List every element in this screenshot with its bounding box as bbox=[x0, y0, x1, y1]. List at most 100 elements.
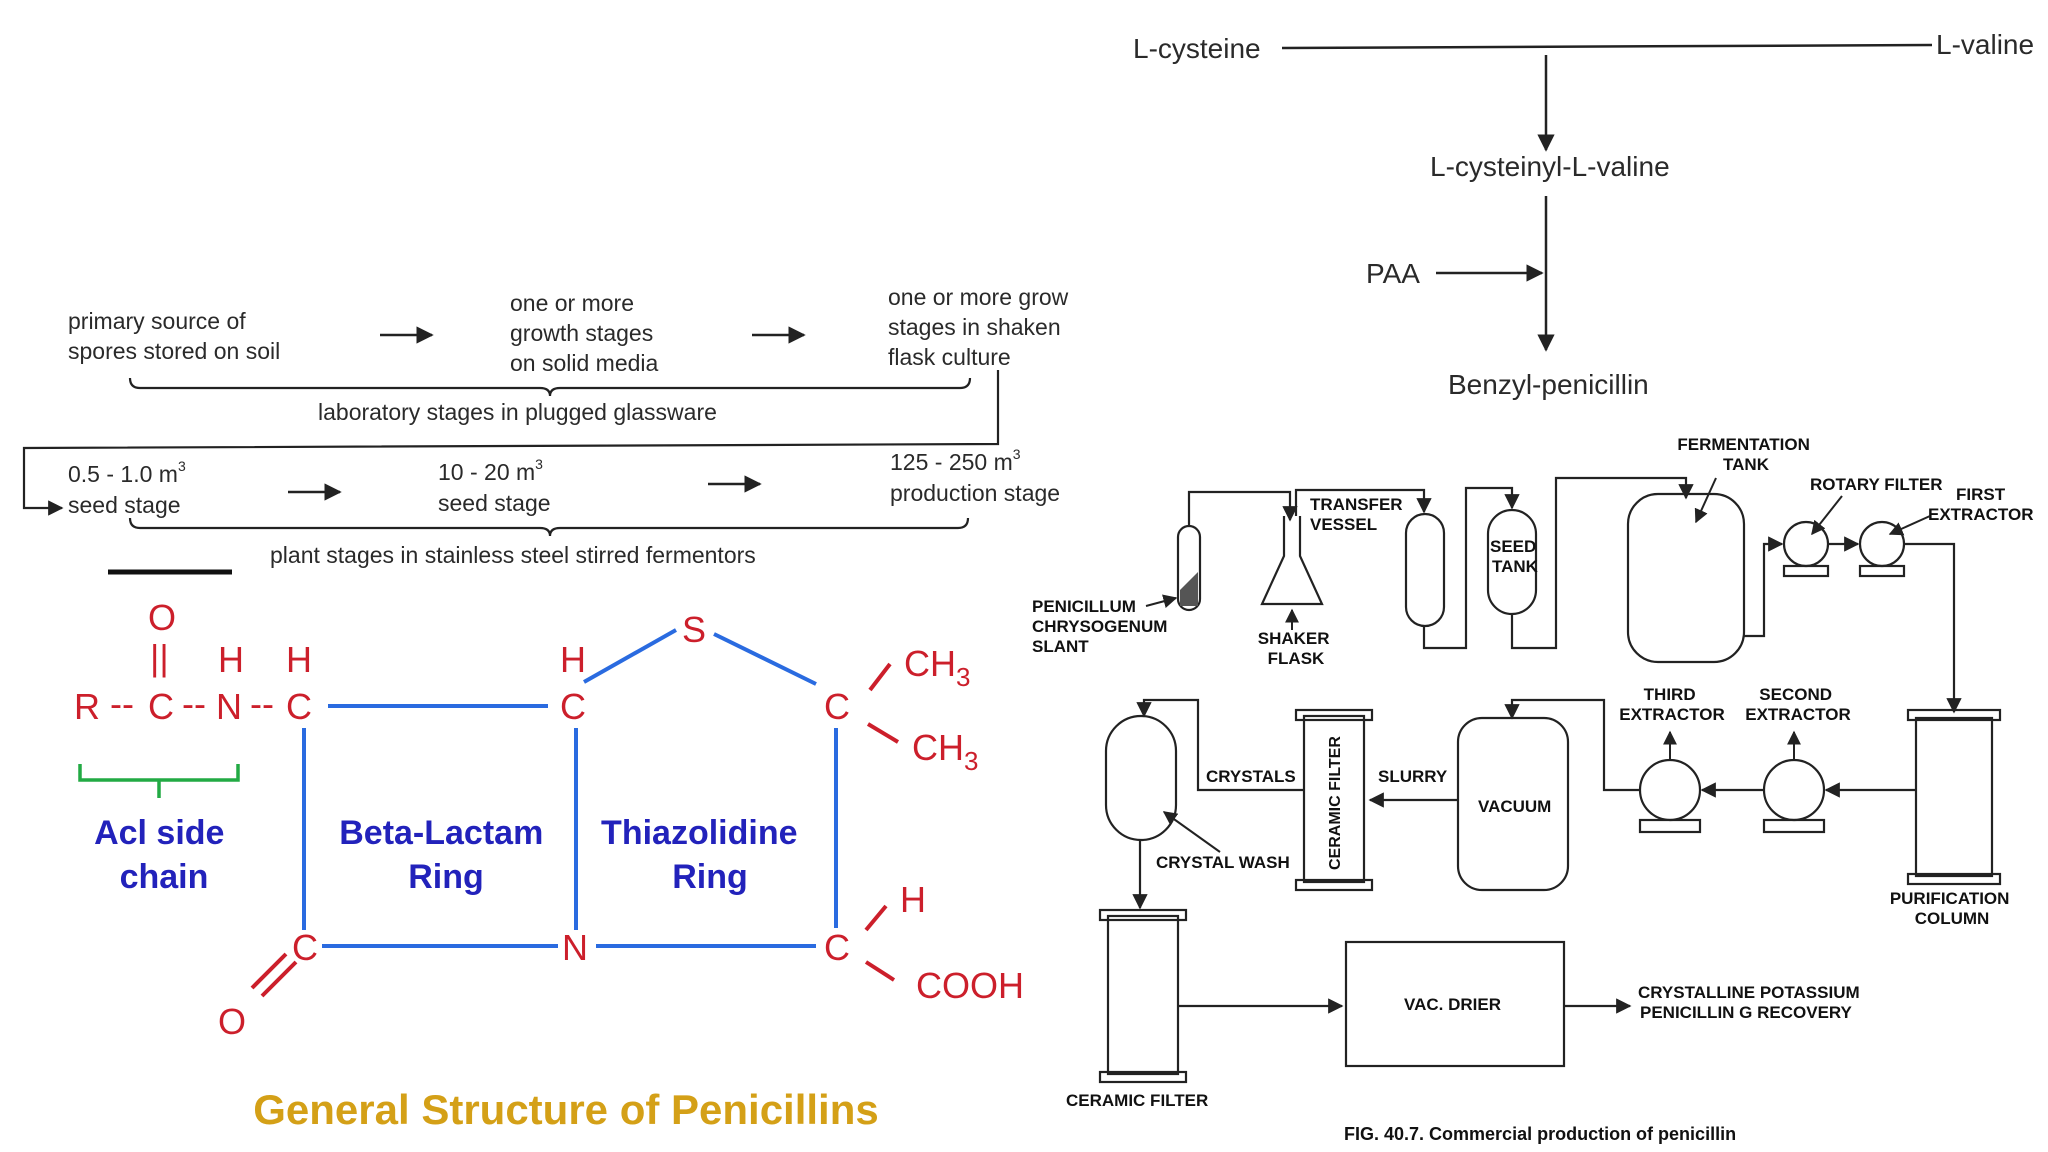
rotary-filter bbox=[1782, 520, 1830, 568]
transfer-vessel-label: TRANSFER VESSEL bbox=[1310, 495, 1407, 534]
slurry-label: SLURRY bbox=[1378, 767, 1448, 786]
ceramic-filter bbox=[1106, 914, 1180, 1076]
recovery-label-line-1: CRYSTALLINE POTASSIUM bbox=[1638, 983, 1860, 1002]
transfer-vessel-label-line-2: VESSEL bbox=[1310, 515, 1377, 534]
ceramic-filter-vertical bbox=[1302, 714, 1366, 884]
atom-c-carbonyl: C bbox=[148, 686, 174, 727]
lab-step-1-line-2: spores stored on soil bbox=[68, 338, 280, 364]
reactant-l-cysteine: L-cysteine bbox=[1133, 33, 1261, 64]
double-bond-c-o: || bbox=[150, 637, 169, 678]
first-extractor-label-line-2: EXTRACTOR bbox=[1928, 505, 2033, 524]
lab-step-2-line-3: on solid media bbox=[510, 350, 659, 376]
bond-c-o-double-b bbox=[250, 952, 288, 990]
ch3-upper-ch: CH bbox=[904, 643, 956, 684]
production-flowsheet: PENICILLUM CHRYSOGENUM SLANT SHAKER FLAS… bbox=[1032, 435, 2033, 1144]
bond-n-c: -- bbox=[250, 683, 274, 724]
lab-brace bbox=[128, 377, 972, 397]
ceramic-filter-top bbox=[1098, 908, 1188, 922]
rotary-filter-base bbox=[1782, 564, 1830, 578]
slant-label-line-2: CHRYSOGENUM bbox=[1032, 617, 1167, 636]
crystals-label: CRYSTALS bbox=[1206, 767, 1296, 786]
rotary-label-pointer bbox=[1811, 495, 1843, 536]
bond-r-c: -- bbox=[110, 683, 134, 724]
shaker-flask-label-line-1: SHAKER bbox=[1258, 629, 1330, 648]
first-extractor bbox=[1858, 520, 1906, 568]
crystal-wash-tank bbox=[1104, 714, 1178, 842]
stage-connector-line bbox=[22, 370, 1000, 516]
first-extractor-label: FIRST EXTRACTOR bbox=[1928, 485, 2033, 524]
plant-step-2-volume: 10 - 20 m3 bbox=[438, 456, 543, 485]
atom-n-ring: N bbox=[562, 927, 588, 968]
group-ch3-lower: CH3 bbox=[912, 727, 978, 776]
lab-step-3: one or more grow stages in shaken flask … bbox=[888, 284, 1075, 370]
side-chain-label-line-2: chain bbox=[120, 858, 209, 896]
atom-c-alpha: C bbox=[286, 686, 312, 727]
vacuum-tank bbox=[1456, 716, 1570, 892]
ch3-upper-sub: 3 bbox=[956, 662, 970, 692]
slant-label-line-1: PENICILLUM bbox=[1032, 597, 1136, 616]
atom-o-lactam: O bbox=[218, 1001, 246, 1042]
second-extractor-label: SECOND EXTRACTOR bbox=[1745, 685, 1850, 724]
figure-caption: FIG. 40.7. Commercial production of peni… bbox=[1344, 1124, 1736, 1144]
pipe-flask-to-transfer bbox=[1294, 488, 1432, 516]
fermentation-tank bbox=[1626, 492, 1746, 664]
atom-c-carboxyl-bearing: C bbox=[824, 927, 850, 968]
structure-caption: General Structure of Penicillins bbox=[253, 1086, 879, 1133]
ch3-lower-ch: CH bbox=[912, 727, 964, 768]
third-extractor-label-line-1: THIRD bbox=[1644, 685, 1696, 704]
purification-column-label-line-1: PURIFICATION bbox=[1890, 889, 2010, 908]
pipe-first-to-purification bbox=[1904, 542, 1962, 714]
side-chain-label: Acl side chain bbox=[94, 814, 234, 896]
second-extractor-label-line-2: EXTRACTOR bbox=[1745, 705, 1850, 724]
plant-step-1-volume-text: 0.5 - 1.0 m bbox=[68, 461, 178, 487]
ch3-lower-sub: 3 bbox=[964, 746, 978, 776]
lab-brace-label: laboratory stages in plugged glassware bbox=[318, 399, 717, 425]
shaker-flask-label-line-2: FLASK bbox=[1268, 649, 1325, 668]
slant-label-pointer bbox=[1145, 594, 1178, 609]
bond-s-c bbox=[713, 632, 817, 686]
transfer-vessel bbox=[1404, 512, 1446, 628]
pipe-fermenter-to-rotary bbox=[1744, 536, 1784, 638]
reactant-l-valine: L-valine bbox=[1936, 29, 2034, 60]
third-extractor-label: THIRD EXTRACTOR bbox=[1619, 685, 1724, 724]
lab-step-3-line-2: stages in shaken bbox=[888, 314, 1061, 340]
bond-c-n: -- bbox=[182, 683, 206, 724]
atom-h-alpha: H bbox=[286, 639, 312, 680]
reactant-join-line bbox=[1281, 43, 1933, 50]
atom-h-ring: H bbox=[560, 639, 586, 680]
side-chain-label-line-1: Acl side bbox=[94, 814, 224, 852]
bond-c-s bbox=[583, 628, 677, 684]
second-extractor-base bbox=[1762, 818, 1826, 834]
beta-lactam-label-line-1: Beta-Lactam bbox=[339, 814, 543, 852]
penicillin-structure: O || H H R -- C -- N -- C H C S C CH3 CH… bbox=[74, 569, 1024, 1133]
product-benzyl-penicillin: Benzyl-penicillin bbox=[1448, 369, 1649, 400]
plant-step-2-volume-sup: 3 bbox=[535, 456, 543, 472]
recovery-label: CRYSTALLINE POTASSIUM PENICILLIN G RECOV… bbox=[1638, 983, 1864, 1022]
plant-brace-label: plant stages in stainless steel stirred … bbox=[270, 542, 756, 568]
side-chain-bracket bbox=[78, 764, 240, 798]
atom-c-gem-dimethyl: C bbox=[824, 686, 850, 727]
inoculum-development: primary source of spores stored on soil … bbox=[22, 284, 1075, 568]
bond-c-ch3-lower bbox=[866, 722, 900, 744]
recovery-label-line-2: PENICILLIN G RECOVERY bbox=[1640, 1003, 1853, 1022]
beta-lactam-ring-label: Beta-Lactam Ring bbox=[339, 814, 553, 896]
intermediate-dipeptide: L-cysteinyl-L-valine bbox=[1430, 151, 1670, 182]
purification-column-bottom-cap bbox=[1906, 872, 2002, 886]
purification-column-label: PURIFICATION COLUMN bbox=[1890, 889, 2014, 928]
atom-n-amide: N bbox=[216, 686, 242, 727]
slant-tube-culture bbox=[1180, 572, 1198, 606]
first-extractor-base bbox=[1858, 564, 1906, 578]
seed-tank-label: SEED TANK bbox=[1490, 537, 1541, 576]
ceramic-filter-label: CERAMIC FILTER bbox=[1066, 1091, 1208, 1110]
vacuum-label: VACUUM bbox=[1478, 797, 1551, 816]
plant-step-3-volume-text: 125 - 250 m bbox=[890, 449, 1013, 475]
third-extractor-base bbox=[1638, 818, 1702, 834]
plant-step-1-volume: 0.5 - 1.0 m3 bbox=[68, 458, 186, 487]
plant-step-2-stage: seed stage bbox=[438, 490, 551, 516]
thiazolidine-label-line-2: Ring bbox=[672, 858, 748, 896]
atom-h-amide: H bbox=[218, 639, 244, 680]
bond-c-ch3-upper bbox=[868, 662, 892, 692]
lab-step-1-line-1: primary source of bbox=[68, 308, 246, 334]
lab-step-2-line-1: one or more bbox=[510, 290, 634, 316]
slant-label: PENICILLUM CHRYSOGENUM SLANT bbox=[1032, 597, 1172, 656]
